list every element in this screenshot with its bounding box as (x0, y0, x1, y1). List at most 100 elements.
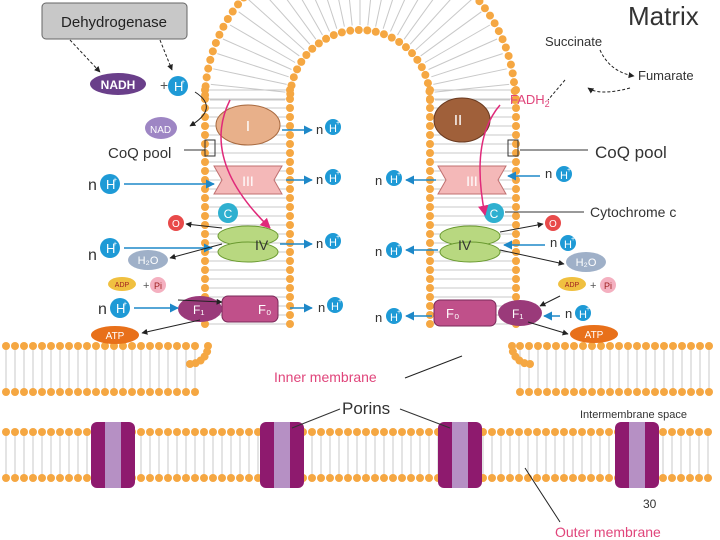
svg-text:+: + (181, 79, 185, 86)
svg-text:H: H (106, 177, 115, 192)
coq-bracket-right (507, 139, 519, 157)
intermembrane-space-label: Intermembrane space (580, 409, 687, 421)
adp-right: ADP + Pi (558, 277, 616, 293)
n-label: n (545, 166, 552, 181)
h-ion-icon: H+ (575, 305, 591, 321)
svg-text:H₂O: H₂O (576, 257, 597, 269)
porin-channel (260, 422, 304, 488)
fumarate-label: Fumarate (638, 68, 694, 83)
h-ion-icon: H+ (386, 170, 402, 186)
svg-text:II: II (454, 112, 462, 129)
svg-text:F₁: F₁ (512, 307, 523, 321)
h-ion-icon: H+ (386, 242, 402, 258)
svg-text:F₁: F₁ (193, 303, 204, 317)
h-ion-icon: H+ (110, 298, 130, 318)
svg-text:H₂O: H₂O (138, 255, 159, 267)
porins-pointer (399, 408, 451, 429)
svg-text:C: C (224, 207, 233, 221)
porin-channel (615, 422, 659, 488)
complex-III-right: III (437, 165, 507, 195)
complex-III-left: III (213, 165, 283, 195)
n-label: n (375, 173, 382, 188)
n-label: n (375, 310, 382, 325)
svg-text:III: III (466, 173, 478, 189)
cytochrome-c-label: Cytochrome c (590, 204, 676, 220)
svg-text:+: + (113, 241, 117, 248)
porin-channel (91, 422, 135, 488)
h-ion-icon: H+ (386, 308, 402, 324)
svg-text:+: + (397, 309, 401, 316)
svg-text:O: O (549, 219, 557, 230)
cytochrome-c-right: C (484, 203, 504, 223)
atp-arrow-right (527, 321, 569, 336)
nad-label: NAD (150, 125, 171, 136)
h-ion-icon: H+ (560, 235, 576, 251)
cytochrome-c-left: C (218, 203, 238, 223)
svg-text:+: + (590, 280, 596, 292)
succinate-label: Succinate (545, 34, 602, 49)
svg-text:+: + (397, 171, 401, 178)
svg-text:+: + (336, 170, 340, 177)
adp-arrow-right (539, 295, 561, 307)
svg-text:H: H (390, 174, 398, 186)
svg-text:H: H (560, 170, 568, 182)
h-ion-icon: H+ (100, 238, 120, 258)
svg-text:H: H (331, 301, 339, 313)
svg-text:+: + (113, 177, 117, 184)
svg-text:H: H (390, 312, 398, 324)
svg-text:+: + (567, 167, 571, 174)
atp-synthase-right: F₀ F₁ (433, 299, 542, 327)
atp-arrow-left (141, 319, 201, 335)
electron-flow-left (220, 99, 271, 229)
complex-IV-left: IV (217, 225, 279, 263)
svg-text:H: H (329, 237, 337, 249)
h2o-left: H₂O (128, 250, 168, 270)
svg-text:H: H (579, 309, 587, 321)
fumarate-arrow (587, 87, 631, 94)
n-label: n (316, 236, 323, 251)
svg-text:H: H (329, 173, 337, 185)
matrix-label: Matrix (628, 1, 699, 31)
svg-text:ADP: ADP (565, 282, 580, 289)
svg-text:+: + (336, 234, 340, 241)
svg-text:+: + (123, 301, 127, 308)
svg-text:H: H (116, 301, 125, 316)
svg-text:Pi: Pi (154, 281, 162, 291)
svg-text:C: C (490, 207, 499, 221)
n-label: n (88, 177, 97, 194)
n-label: n (88, 247, 97, 264)
atp-left: ATP (91, 326, 139, 344)
o2-arrow-left (185, 221, 223, 229)
h2o-arrow-right (499, 249, 565, 266)
svg-text:H: H (106, 241, 115, 256)
n-label: n (98, 301, 107, 318)
svg-text:H: H (390, 246, 398, 258)
complex-II-right: II (433, 97, 491, 143)
atp-right: ATP (570, 325, 618, 343)
nadh-arrow (189, 91, 207, 127)
slide-number: 30 (643, 497, 657, 511)
porins-pointer (291, 408, 341, 429)
svg-text:+: + (336, 120, 340, 127)
h-ion-icon: H+ (100, 174, 120, 194)
coq-pool-right-label: CoQ pool (595, 143, 667, 162)
coq-bracket-left (204, 139, 216, 157)
porin-channel (438, 422, 482, 488)
inner-membrane-pointer (404, 355, 463, 379)
succinate-arrow (599, 49, 635, 79)
outer-membrane-label: Outer membrane (555, 524, 661, 540)
nadh-oval (90, 73, 146, 95)
h-ion-icon: H+ (556, 166, 572, 182)
o2-right: O (545, 215, 561, 231)
electron-flow-right (478, 104, 501, 217)
outer-membrane-pointer (524, 467, 561, 523)
h2o-arrow-left (169, 243, 223, 260)
svg-text:ADP: ADP (115, 282, 130, 289)
n-label: n (316, 172, 323, 187)
h-ion-icon: H+ (168, 76, 188, 96)
svg-text:IV: IV (255, 237, 269, 253)
porins-label: Porins (342, 399, 390, 418)
n-label: n (375, 244, 382, 259)
